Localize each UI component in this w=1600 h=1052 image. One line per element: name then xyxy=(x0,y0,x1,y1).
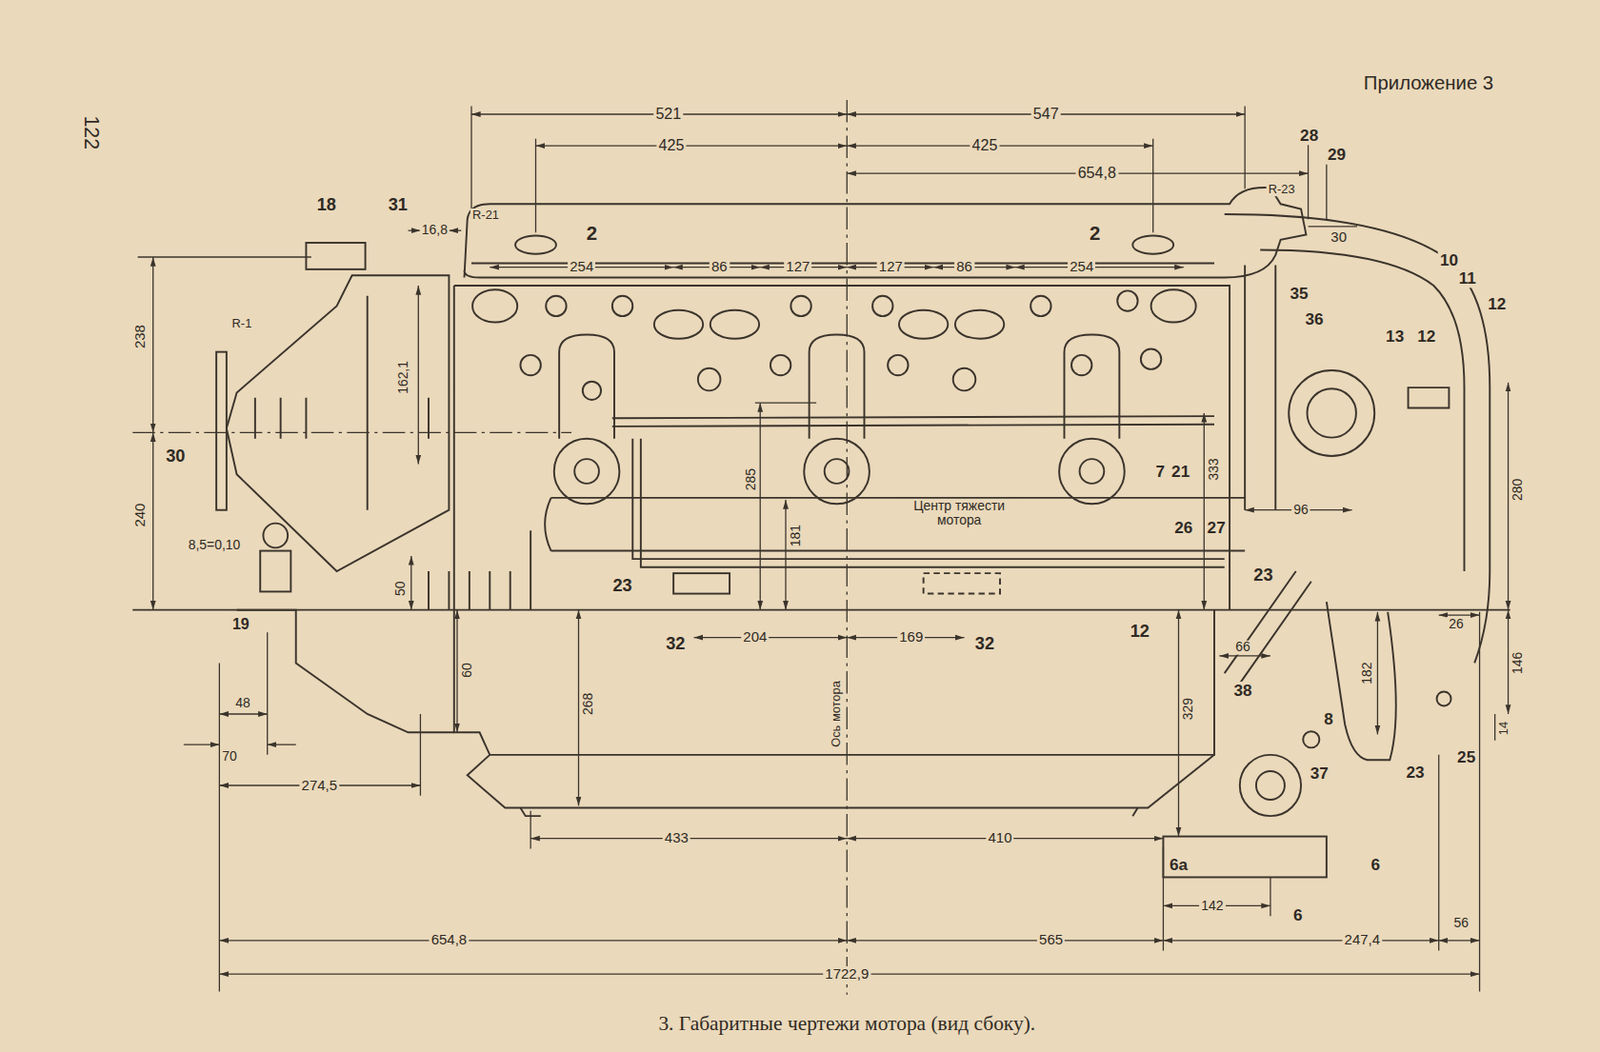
callout-number: 32 xyxy=(973,635,998,655)
callout-number: 26 xyxy=(1172,519,1195,538)
dimension-label: 56 xyxy=(1451,916,1471,931)
callout-number: 8 xyxy=(1321,710,1336,729)
dimension-lines xyxy=(132,100,1510,996)
callout-number: 21 xyxy=(1169,462,1192,481)
callout-number: 6 xyxy=(1291,906,1305,925)
dimension-label: 654,8 xyxy=(1076,164,1120,182)
dimension-label: 30 xyxy=(1328,229,1349,245)
dimension-label: 410 xyxy=(985,830,1014,846)
callout-number: 10 xyxy=(1438,251,1460,270)
dimension-label: 238 xyxy=(133,322,149,351)
note-text: Приложение 3 xyxy=(1361,73,1497,95)
dimension-label: 1722,9 xyxy=(822,966,871,982)
dimension-label: 247,4 xyxy=(1341,933,1382,949)
callout-number: 7 xyxy=(1153,462,1167,481)
dimension-label: 162,1 xyxy=(397,359,412,397)
callout-number: 37 xyxy=(1308,764,1331,783)
callout-number: 2 xyxy=(584,223,600,245)
dimension-label: R-21 xyxy=(470,208,501,222)
dimension-label: 254 xyxy=(1067,259,1096,275)
dimension-label: 240 xyxy=(133,500,149,529)
dimension-label: 48 xyxy=(233,697,253,712)
dimension-label: 204 xyxy=(740,629,769,645)
dimension-label: 274,5 xyxy=(299,778,340,794)
dimension-label: 50 xyxy=(393,579,408,599)
dimension-label: 86 xyxy=(954,259,975,275)
callout-number: 38 xyxy=(1231,681,1254,700)
dimension-label: 547 xyxy=(1031,105,1061,123)
dimension-label: 14 xyxy=(1497,720,1511,739)
dimension-label: 280 xyxy=(1511,477,1526,504)
callout-number: 25 xyxy=(1455,748,1478,767)
callout-number: 36 xyxy=(1302,310,1325,329)
dimension-label: 146 xyxy=(1511,650,1526,678)
callout-number: 18 xyxy=(315,196,340,216)
dimension-label: 86 xyxy=(709,259,730,275)
figure-caption: 3. Габаритные чертежи мотора (вид сбоку)… xyxy=(655,1011,1039,1036)
dimension-label: 521 xyxy=(653,105,683,123)
callout-number: 30 xyxy=(163,447,188,467)
callout-number: 35 xyxy=(1287,284,1310,303)
callout-number: 6 xyxy=(1368,856,1382,875)
dimension-label: 60 xyxy=(460,660,475,680)
note-text: Центр тяжести мотора xyxy=(896,500,1023,530)
callout-number: 32 xyxy=(663,635,688,655)
dimension-label: 127 xyxy=(783,259,812,275)
callout-number: 6а xyxy=(1167,856,1190,875)
callout-number: 13 xyxy=(1383,327,1406,346)
dimension-label: 425 xyxy=(969,137,1000,155)
dimension-label: 268 xyxy=(581,691,597,719)
dimension-label: R-23 xyxy=(1266,182,1298,197)
callout-number: 23 xyxy=(1403,763,1426,782)
callout-number: 12 xyxy=(1128,622,1153,642)
dimension-label: 182 xyxy=(1360,660,1375,687)
callout-number: 27 xyxy=(1204,519,1227,538)
callout-number: 11 xyxy=(1457,269,1479,288)
callout-number: 2 xyxy=(1087,223,1103,245)
callout-number: 23 xyxy=(1251,566,1276,586)
dimension-label: 181 xyxy=(788,522,803,550)
callout-number: 31 xyxy=(386,196,411,216)
dimension-label: 142 xyxy=(1199,899,1226,914)
callout-number: 28 xyxy=(1298,126,1320,145)
dimension-label: 433 xyxy=(662,830,691,846)
callout-number: 19 xyxy=(230,616,252,634)
dimension-label: 329 xyxy=(1181,696,1197,723)
engine-outline xyxy=(216,187,1490,879)
dimension-label: 565 xyxy=(1037,933,1065,949)
callout-number: 29 xyxy=(1325,145,1348,164)
note-text: 122 xyxy=(80,113,104,152)
dimension-label: 66 xyxy=(1233,640,1253,656)
callout-number: 12 xyxy=(1485,295,1508,314)
dimension-label: 333 xyxy=(1206,456,1221,483)
dimension-label: R-1 xyxy=(229,318,254,332)
dimension-label: 254 xyxy=(567,259,596,275)
dimension-label: 425 xyxy=(656,137,686,155)
callout-number: 12 xyxy=(1415,327,1438,346)
callout-number: 23 xyxy=(610,577,635,597)
dimension-label: 96 xyxy=(1291,502,1311,518)
note-text: Ось мотора xyxy=(830,679,844,750)
dimension-label: 127 xyxy=(877,259,905,275)
dimension-label: 169 xyxy=(897,629,925,645)
dimension-label: 70 xyxy=(220,749,240,764)
dimension-label: 8,5=0,10 xyxy=(186,539,243,554)
dimension-label: 26 xyxy=(1446,617,1466,632)
dimension-label: 16,8 xyxy=(420,222,450,238)
dimension-label: 285 xyxy=(743,466,759,494)
dimension-label: 654,8 xyxy=(429,933,470,949)
